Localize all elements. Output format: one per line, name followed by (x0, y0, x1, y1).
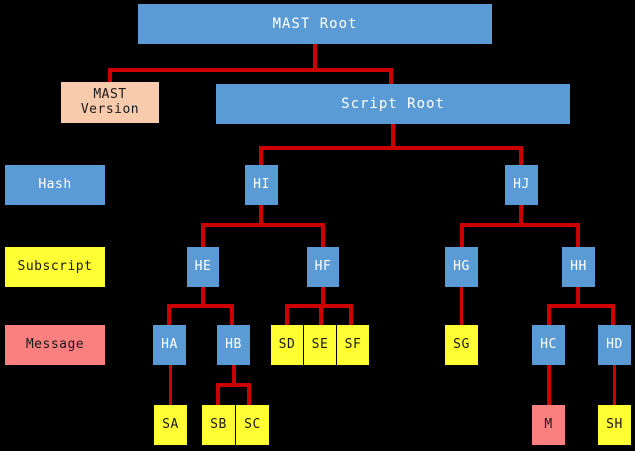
connector-mastroot-bus (108, 68, 393, 72)
connector-sd-drop (285, 304, 289, 325)
node-sh[interactable]: SH (598, 405, 631, 445)
legend-hash-label: Hash (38, 176, 72, 192)
node-hb-label: HB (225, 336, 242, 352)
node-hf-label: HF (314, 258, 332, 274)
node-sc[interactable]: SC (236, 405, 269, 445)
node-m-label: M (544, 416, 553, 432)
node-hj-label: HJ (513, 176, 530, 192)
connector-ha-drop (167, 304, 171, 325)
node-sg-label: SG (453, 336, 470, 352)
connector-hf-stem (321, 287, 325, 304)
connector-hj-bus (460, 223, 580, 227)
connector-hi-bus (201, 223, 325, 227)
legend-message: Message (5, 325, 105, 365)
connector-se-drop (319, 304, 323, 325)
node-hb[interactable]: HB (217, 325, 250, 365)
node-sh-label: SH (606, 416, 623, 432)
node-sd-label: SD (278, 336, 296, 352)
node-sg[interactable]: SG (445, 325, 478, 365)
node-hd-label: HD (606, 336, 623, 352)
connector-scriptroot-stem (391, 124, 395, 146)
node-hc-label: HC (540, 336, 557, 352)
node-hh-label: HH (570, 258, 587, 274)
connector-hd-drop (611, 304, 615, 325)
node-hj[interactable]: HJ (505, 165, 538, 205)
node-he[interactable]: HE (187, 247, 219, 287)
connector-hf-drop (321, 223, 325, 247)
node-sb-label: SB (210, 416, 227, 432)
connector-he-drop (201, 223, 205, 247)
node-hc[interactable]: HC (532, 325, 565, 365)
node-he-label: HE (194, 258, 212, 274)
connector-hg-drop (460, 223, 464, 247)
node-se-label: SE (311, 336, 329, 352)
connector-hj-drop (519, 146, 523, 165)
connector-scriptroot-drop (389, 68, 393, 84)
connector-hi-stem (259, 205, 263, 223)
node-hd[interactable]: HD (598, 325, 631, 365)
legend-message-label: Message (25, 336, 85, 352)
connector-hi-drop (259, 146, 263, 165)
node-sc-label: SC (244, 416, 261, 432)
connector-hd-sh (613, 365, 616, 405)
node-script-root-label: Script Root (341, 95, 445, 112)
node-mast-version-label: MAST Version (80, 86, 140, 117)
node-sf-label: SF (344, 336, 362, 352)
connector-sb-drop (216, 383, 220, 405)
connector-hb-drop (230, 304, 234, 325)
node-mast-root-label: MAST Root (272, 15, 358, 32)
legend-subscript: Subscript (5, 247, 105, 287)
connector-hh-bus (547, 304, 615, 308)
connector-ha-sa (169, 365, 172, 405)
node-sa[interactable]: SA (154, 405, 187, 445)
node-hi-label: HI (253, 176, 270, 192)
connector-hc-drop (547, 304, 551, 325)
connector-scriptroot-bus (259, 146, 523, 150)
legend-subscript-label: Subscript (17, 258, 93, 274)
node-script-root[interactable]: Script Root (216, 84, 570, 124)
node-mast-root[interactable]: MAST Root (138, 4, 492, 44)
node-sf[interactable]: SF (337, 325, 369, 365)
connector-he-stem (201, 287, 205, 304)
node-hi[interactable]: HI (245, 165, 278, 205)
node-hf[interactable]: HF (307, 247, 339, 287)
node-se[interactable]: SE (304, 325, 336, 365)
connector-sc-drop (247, 383, 251, 405)
connector-sf-drop (349, 304, 353, 325)
node-ha[interactable]: HA (153, 325, 186, 365)
node-sd[interactable]: SD (271, 325, 303, 365)
node-hg-label: HG (453, 258, 470, 274)
node-m[interactable]: M (532, 405, 565, 445)
node-hh[interactable]: HH (562, 247, 595, 287)
node-sb[interactable]: SB (202, 405, 235, 445)
connector-hj-stem (519, 205, 523, 223)
node-ha-label: HA (161, 336, 178, 352)
connector-mastversion-drop (108, 68, 112, 82)
connector-mastroot-stem (313, 44, 317, 68)
connector-hh-drop (576, 223, 580, 247)
connector-hb-bus (216, 383, 251, 387)
connector-hh-stem (576, 287, 580, 304)
connector-hb-stem (232, 365, 236, 383)
connector-he-bus (167, 304, 234, 308)
node-hg[interactable]: HG (445, 247, 478, 287)
node-mast-version[interactable]: MAST Version (61, 82, 159, 123)
legend-hash: Hash (5, 165, 105, 205)
connector-hg-sg (460, 287, 463, 325)
node-sa-label: SA (162, 416, 179, 432)
connector-hc-m (547, 365, 551, 405)
